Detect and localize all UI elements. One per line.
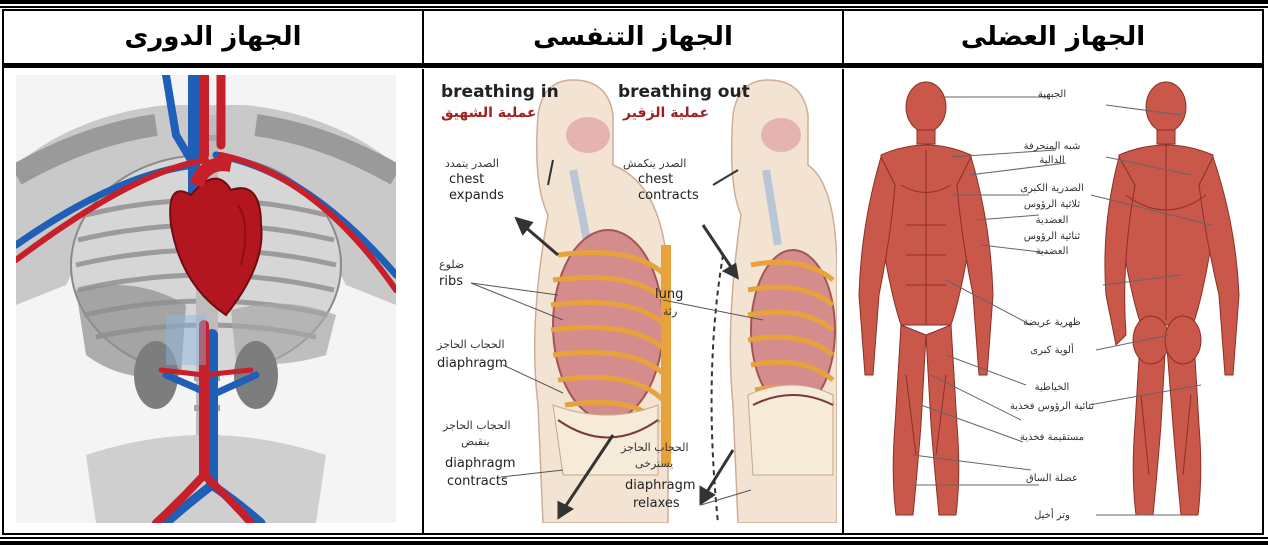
- header-muscular: الجهاز العضلى: [842, 11, 1262, 63]
- muscle-label: ظهرية عريضة: [992, 317, 1112, 328]
- diaphragm-contracts-2: contracts: [447, 474, 508, 489]
- chest-expands-2: expands: [449, 188, 504, 203]
- chest-contracts-1: chest: [638, 172, 673, 187]
- systems-table: الجهاز الدورى الجهاز التنفسى الجهاز العض…: [2, 9, 1264, 535]
- chest-contracts-2: contracts: [638, 188, 699, 203]
- breathing-out-en: breathing out: [618, 82, 750, 102]
- muscle-label: الخياطية: [992, 382, 1112, 393]
- respiratory-system-image: breathing in عملية الشهيق breathing out …: [433, 75, 837, 523]
- table-header-row: الجهاز الدورى الجهاز التنفسى الجهاز العض…: [4, 11, 1262, 65]
- header-double-rule: [4, 65, 1262, 68]
- breathing-in-en: breathing in: [441, 82, 559, 102]
- diaphragm-relaxes-2: relaxes: [633, 496, 680, 511]
- breathing-in-ar: عملية الشهيق: [441, 105, 537, 121]
- header-respiratory: الجهاز التنفسى: [422, 11, 842, 63]
- diaphragm-relaxes-ar-1: الحجاب الحاجز: [620, 441, 689, 454]
- lung-ar: رئة: [663, 305, 677, 318]
- diaphragm-relaxes-ar-2: يسترخى: [635, 457, 673, 470]
- bottom-border-thin: [0, 537, 1268, 539]
- diaphragm-contracts-1: diaphragm: [445, 456, 516, 471]
- muscle-label: مستقيمة فخذية: [992, 432, 1112, 443]
- ribs-en: ribs: [439, 274, 463, 289]
- diaphragm-ar: الحجاب الحاجز: [436, 338, 505, 351]
- top-border-thin: [0, 6, 1268, 8]
- muscle-label: وتر أخيل: [992, 510, 1112, 521]
- diaphragm-contracts-ar-2: ينقبض: [461, 435, 490, 448]
- muscle-label: الدالية: [992, 155, 1112, 166]
- muscular-cell: الجبهية شبه المنحرفة الدالية الصدرية الك…: [842, 69, 1262, 533]
- ribs-ar: ضلوع: [439, 258, 464, 271]
- muscle-label: ثنائية الرؤوس: [992, 231, 1112, 242]
- muscle-label: الجبهية: [992, 89, 1112, 100]
- header-circulatory: الجهاز الدورى: [4, 11, 422, 63]
- diaphragm-contracts-ar-1: الحجاب الحاجز: [442, 419, 511, 432]
- muscle-label: ألوية كبرى: [992, 345, 1112, 356]
- circulatory-cell: [4, 69, 422, 533]
- muscle-label: شبه المنحرفة: [992, 141, 1112, 152]
- muscle-labels: الجبهية شبه المنحرفة الدالية الصدرية الك…: [992, 75, 1112, 523]
- circulatory-system-image: [16, 75, 396, 523]
- top-border-thick: [0, 0, 1268, 4]
- chest-expands-1: chest: [449, 172, 484, 187]
- muscle-label: الصدرية الكبرى: [992, 183, 1112, 194]
- muscle-label: العضدية: [992, 246, 1112, 257]
- diaphragm-en: diaphragm: [437, 356, 508, 371]
- chest-contracts-ar: الصدر ينكمش: [623, 157, 686, 170]
- muscle-label: العضدية: [992, 215, 1112, 226]
- muscle-label: ثلاثية الرؤوس: [992, 199, 1112, 210]
- respiratory-cell: breathing in عملية الشهيق breathing out …: [422, 69, 842, 533]
- diaphragm-relaxes-1: diaphragm: [625, 478, 696, 493]
- breathing-out-ar: عملية الزفير: [622, 105, 709, 121]
- muscle-label: ثنائية الرؤوس فخذية: [992, 401, 1112, 412]
- muscle-label: عضلة الساق: [992, 473, 1112, 484]
- table-image-row: breathing in عملية الشهيق breathing out …: [4, 69, 1262, 533]
- lung-en: lung: [655, 287, 683, 302]
- chest-expands-ar: الصدر يتمدد: [445, 157, 499, 170]
- bottom-border-thick: [0, 541, 1268, 545]
